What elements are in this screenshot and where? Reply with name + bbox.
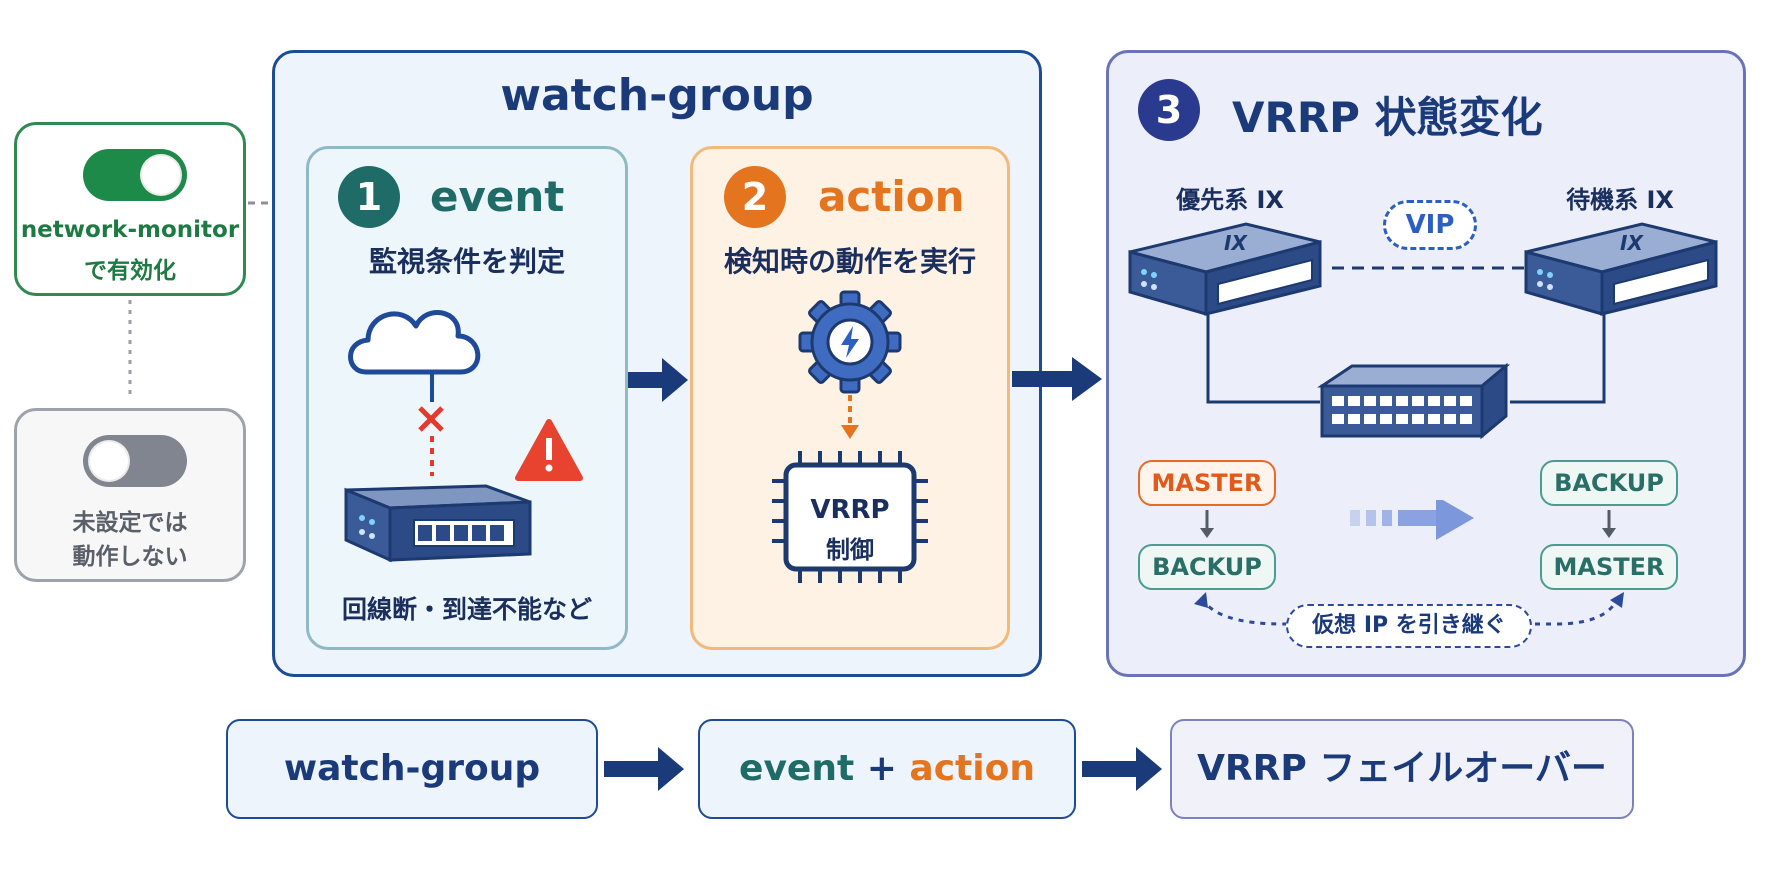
gear-bolt-icon	[798, 290, 902, 394]
warning-icon	[515, 419, 583, 481]
primary-ix-label: 優先系 IX	[1176, 186, 1284, 214]
toggle-on-icon[interactable]	[83, 149, 187, 201]
event-card	[306, 146, 628, 650]
router-icon	[344, 484, 532, 563]
chip-icon	[772, 451, 928, 583]
cross-icon	[418, 406, 444, 432]
flow-step-event-action: event + action	[698, 719, 1076, 819]
event-number-badge: 1	[338, 166, 400, 228]
action-number-badge: 2	[724, 166, 786, 228]
right-state-after: MASTER	[1540, 544, 1678, 590]
left-state-before: MASTER	[1138, 460, 1276, 506]
arrow-right-icon	[604, 747, 684, 791]
event-title: event	[430, 172, 565, 221]
disabled-label-line2: 動作しない	[72, 544, 188, 570]
event-subtitle: 監視条件を判定	[368, 245, 565, 278]
action-subtitle: 検知時の動作を実行	[723, 245, 976, 278]
left-state-after: BACKUP	[1138, 544, 1276, 590]
enabled-label-line2: で有効化	[84, 258, 176, 284]
monitor-enabled-card: network-monitor で有効化	[14, 122, 246, 296]
arrow-right-icon	[628, 358, 688, 402]
arrow-right-icon	[1082, 747, 1162, 791]
disabled-label-line1: 未設定では	[72, 510, 188, 536]
enabled-label-line1: network-monitor	[20, 217, 240, 243]
vrrp-state-arrows	[1194, 500, 1624, 626]
event-caption: 回線断・到達不能など	[341, 595, 592, 624]
vip-badge: VIP	[1383, 200, 1477, 250]
device-logo-right: IX	[1620, 231, 1644, 255]
vrrp-title: VRRP 状態変化	[1232, 93, 1543, 142]
flow-event-text: event	[739, 748, 855, 789]
toggle-off-icon[interactable]	[83, 435, 187, 487]
standby-ix-label: 待機系 IX	[1566, 186, 1674, 214]
action-illustration	[772, 290, 928, 583]
handover-label: 仮想 IP を引き継ぐ	[1286, 604, 1532, 648]
flow-step-watch-group: watch-group	[226, 719, 598, 819]
flow-step-vrrp-failover: VRRP フェイルオーバー	[1170, 719, 1634, 819]
right-state-before: BACKUP	[1540, 460, 1678, 506]
vrrp-number-badge: 3	[1138, 79, 1200, 141]
flow-action-text: action	[909, 748, 1035, 789]
chip-label-line1: VRRP	[810, 495, 890, 525]
switch-icon	[1317, 362, 1511, 440]
vrrp-topology: IX IX	[1128, 222, 1718, 440]
chip-label-line2: 制御	[826, 536, 874, 564]
router-icon	[1128, 222, 1322, 316]
watch-group-title: watch-group	[500, 70, 814, 121]
event-illustration	[344, 310, 583, 563]
device-logo-left: IX	[1224, 231, 1248, 255]
flow-plus-text: +	[854, 748, 910, 789]
arrow-right-icon	[1012, 357, 1102, 401]
cloud-icon	[348, 310, 481, 375]
router-icon	[1524, 222, 1718, 316]
monitor-disabled-card: 未設定では 動作しない	[14, 408, 246, 582]
action-title: action	[818, 172, 965, 221]
arrow-right-icon	[1350, 500, 1474, 540]
